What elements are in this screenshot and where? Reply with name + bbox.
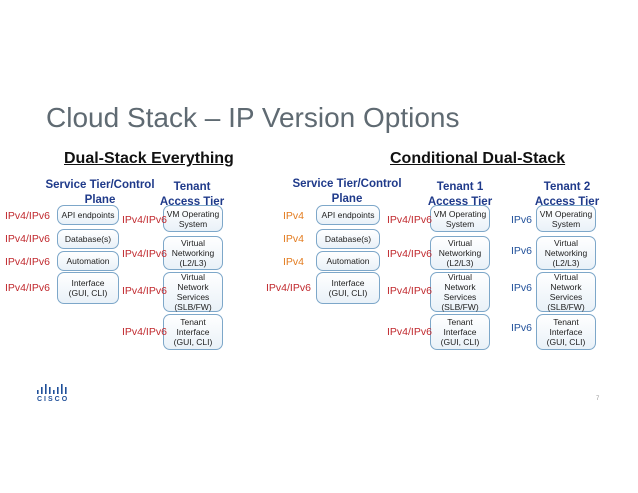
cisco-logo-text: CISCO <box>37 396 70 403</box>
dual-stack-box-automation: Automation <box>57 251 119 271</box>
conditional-t1-box-vm-os: VM Operating System <box>430 205 490 232</box>
conditional-heading: Conditional Dual-Stack <box>390 150 566 167</box>
conditional-box-api: API endpoints <box>316 205 380 225</box>
dual-stack-box-vm-os: VM Operating System <box>163 205 223 232</box>
conditional-t2-label-services: IPv6 <box>511 282 533 294</box>
dual-stack-box-network-services: Virtual Network Services (SLB/FW) <box>163 272 223 312</box>
conditional-box-automation: Automation <box>316 251 380 271</box>
conditional-t2-box-tenant-interface: Tenant Interface (GUI, CLI) <box>536 314 596 350</box>
conditional-label-automation: IPv4 <box>283 256 305 268</box>
dual-stack-heading: Dual-Stack Everything <box>64 150 234 167</box>
conditional-t2-box-virtual-networking: Virtual Networking (L2/L3) <box>536 236 596 270</box>
dual-stack-tenant-label-services: IPv4/IPv6 <box>122 285 167 297</box>
conditional-t1-label-services: IPv4/IPv6 <box>387 285 432 297</box>
conditional-t1-box-tenant-interface: Tenant Interface (GUI, CLI) <box>430 314 490 350</box>
conditional-t2-box-vm-os: VM Operating System <box>536 205 596 232</box>
conditional-label-database: IPv4 <box>283 233 305 245</box>
conditional-box-database: Database(s) <box>316 229 380 249</box>
conditional-t1-box-virtual-networking: Virtual Networking (L2/L3) <box>430 236 490 270</box>
conditional-t2-label-vm: IPv6 <box>511 214 533 226</box>
conditional-t1-box-network-services: Virtual Network Services (SLB/FW) <box>430 272 490 312</box>
cisco-bars-icon <box>37 384 67 394</box>
dual-stack-box-interface: Interface (GUI, CLI) <box>57 272 119 304</box>
page-number: 7 <box>596 396 600 402</box>
conditional-t1-label-interface: IPv4/IPv6 <box>387 326 432 338</box>
conditional-service-header: Service Tier/Control Plane <box>292 178 402 205</box>
dual-stack-label-automation: IPv4/IPv6 <box>5 256 50 268</box>
conditional-t2-label-networking: IPv6 <box>511 245 533 257</box>
conditional-t2-box-network-services: Virtual Network Services (SLB/FW) <box>536 272 596 312</box>
conditional-t1-label-vm: IPv4/IPv6 <box>387 214 432 226</box>
conditional-box-interface: Interface (GUI, CLI) <box>316 272 380 304</box>
dual-stack-service-header: Service Tier/Control Plane <box>45 179 155 206</box>
dual-stack-box-api: API endpoints <box>57 205 119 225</box>
dual-stack-tenant-label-vm: IPv4/IPv6 <box>122 214 167 226</box>
dual-stack-label-interface: IPv4/IPv6 <box>5 282 50 294</box>
dual-stack-box-database: Database(s) <box>57 229 119 249</box>
conditional-t1-label-networking: IPv4/IPv6 <box>387 248 432 260</box>
dual-stack-box-tenant-interface: Tenant Interface (GUI, CLI) <box>163 314 223 350</box>
conditional-label-interface: IPv4/IPv6 <box>266 282 311 294</box>
page-title: Cloud Stack – IP Version Options <box>46 102 460 133</box>
conditional-label-api: IPv4 <box>283 210 305 222</box>
dual-stack-label-database: IPv4/IPv6 <box>5 233 50 245</box>
conditional-t2-label-interface: IPv6 <box>511 322 533 334</box>
dual-stack-box-virtual-networking: Virtual Networking (L2/L3) <box>163 236 223 270</box>
dual-stack-tenant-label-networking: IPv4/IPv6 <box>122 248 167 260</box>
dual-stack-tenant-label-interface: IPv4/IPv6 <box>122 326 167 338</box>
dual-stack-label-api: IPv4/IPv6 <box>5 210 50 222</box>
